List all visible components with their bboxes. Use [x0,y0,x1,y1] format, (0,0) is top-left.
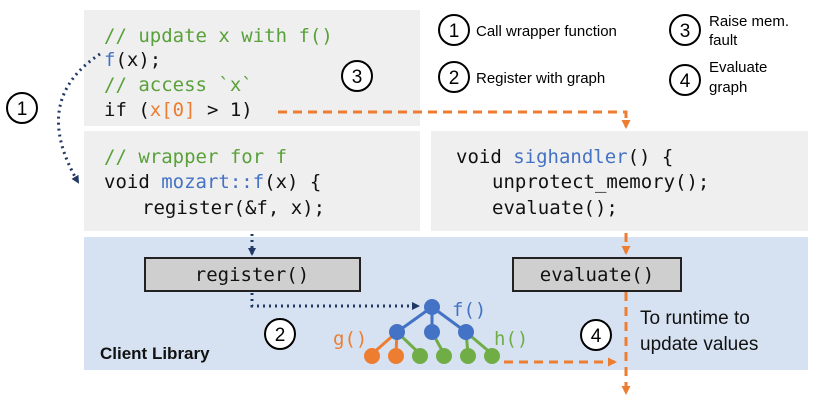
graph-leaf-6 [484,348,500,364]
code-void-kw: void [104,171,161,193]
code-comment-access: // access `x` [104,74,253,96]
wrapper-code-panel [84,131,420,231]
evaluate-box [512,257,682,292]
legend-text-1: Call wrapper function [476,23,617,40]
code-handler-args: () { [628,146,674,168]
legend-text-3a: Raise mem. [709,13,789,30]
legend-marker-1 [438,14,470,46]
legend-text-2: Register with graph [476,70,605,87]
step-1-marker [6,92,38,124]
call-wrapper-arrow [57,52,101,184]
code-wrapper-signature: void mozart::f(x) { [104,171,321,193]
code-mozart-fn: mozart::f [161,171,264,193]
graph-leaf-3 [412,348,428,364]
register-box-label: register() [195,264,309,286]
code-register-call: register(&f, x); [142,197,325,219]
legend-num-2: 2 [449,68,460,89]
code-if-post: > 1) [196,99,253,121]
graph-leaf-1 [364,348,380,364]
code-call-line: f(x); [104,49,161,71]
register-graph-arrow [250,293,420,310]
legend-num-1: 1 [449,21,460,42]
step-3-num: 3 [352,67,363,88]
legend: 1 Call wrapper function 3 Raise mem. fau… [438,13,789,96]
graph-node-left [389,324,405,340]
step-4-marker [580,319,612,351]
step-3-marker [341,60,373,92]
code-unprotect-call: unprotect_memory(); [492,171,709,193]
step-4-num: 4 [591,326,602,347]
register-box [144,257,361,292]
graph-node-middle [424,324,440,340]
graph-leaf-4 [436,348,452,364]
evaluate-box-label: evaluate() [540,264,654,286]
code-if-expr: x[0] [150,99,196,121]
code-handler-void: void [456,146,513,168]
legend-marker-2 [438,61,470,93]
client-library-label: Client Library [100,344,210,363]
graph-leaf-5 [460,348,476,364]
code-if-line: if (x[0] > 1) [104,99,253,121]
legend-text-4a: Evaluate [709,59,767,76]
legend-text-4b: graph [709,79,747,96]
handler-code-panel [431,131,808,231]
step-2-num: 2 [275,325,286,346]
graph-leaf-2 [388,348,404,364]
legend-num-4: 4 [680,71,691,92]
legend-num-3: 3 [680,21,691,42]
code-evaluate-call: evaluate(); [492,197,618,219]
code-comment-update: // update x with f() [104,25,333,47]
code-handler-signature: void sighandler() { [456,146,673,168]
graph-label-f: f() [452,299,486,321]
graph-label-h: h() [494,328,528,350]
step-2-marker [264,318,296,350]
code-call-fn: f [104,49,115,71]
legend-marker-4 [669,64,701,96]
step-1-num: 1 [17,99,28,120]
legend-marker-3 [669,14,701,46]
code-sighandler-fn: sighandler [513,146,627,168]
code-comment-wrapper: // wrapper for f [104,146,287,168]
runtime-note-line2: update values [640,334,758,355]
graph-label-g: g() [333,328,367,350]
runtime-note-line1: To runtime to [640,308,750,329]
mem-fault-arrow [278,110,631,129]
code-wrapper-args: (x) { [264,171,321,193]
graph-node-root [424,299,440,315]
code-if-pre: if ( [104,99,150,121]
graph-node-right [458,324,474,340]
legend-text-3b: fault [709,32,738,49]
code-call-args: (x); [115,49,161,71]
